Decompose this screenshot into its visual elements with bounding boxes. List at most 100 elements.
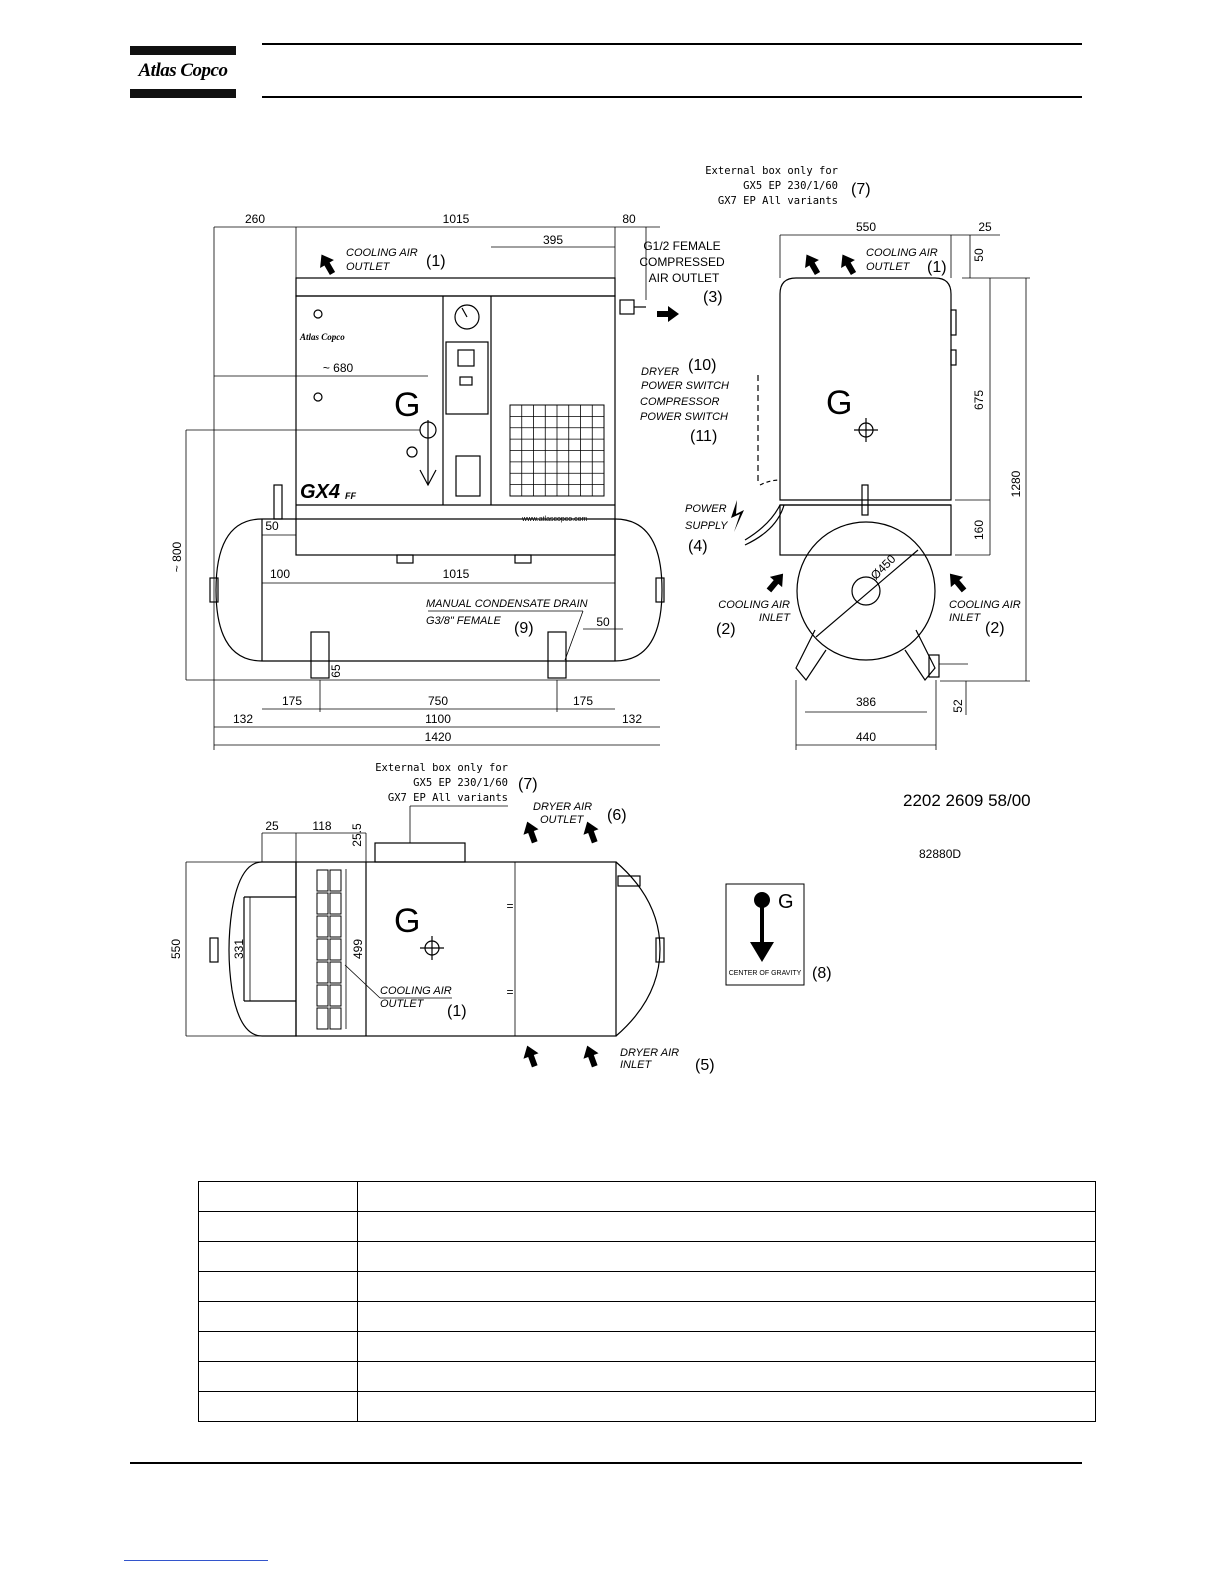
cooling-air-outlet-side-1: COOLING AIR xyxy=(866,247,938,259)
compressed-outlet-1: G1/2 FEMALE xyxy=(643,239,720,253)
dim-top-331: 331 xyxy=(232,939,246,959)
table-cell-key xyxy=(198,1181,358,1212)
center-of-gravity-legend-g: G xyxy=(778,891,794,913)
footer-rule xyxy=(130,1462,1082,1464)
center-of-gravity-legend-label: CENTER OF GRAVITY xyxy=(729,970,802,977)
header-rule-top xyxy=(262,43,1082,45)
table-cell-key xyxy=(198,1301,358,1332)
compressor-power-switch-2: POWER SWITCH xyxy=(640,411,728,423)
dim-side-550: 550 xyxy=(856,220,876,234)
website-text: www.atlascopco.com xyxy=(521,516,588,523)
table-cell-value xyxy=(357,1301,1096,1332)
logo-bar-top xyxy=(130,46,236,55)
table-cell-key xyxy=(198,1331,358,1362)
dim-front-80: 80 xyxy=(622,212,636,226)
side-dimension-lines xyxy=(779,234,1030,750)
part-number: 2202 2609 58/00 xyxy=(903,791,1031,810)
table-cell-value xyxy=(357,1361,1096,1392)
dim-side-386: 386 xyxy=(856,695,876,709)
table-cell-key xyxy=(198,1241,358,1272)
side-view xyxy=(744,277,957,682)
dim-side-160: 160 xyxy=(972,520,986,540)
table-cell-value xyxy=(357,1271,1096,1302)
compressed-outlet-2: COMPRESSED xyxy=(639,255,725,269)
dim-side-1280: 1280 xyxy=(1009,470,1023,497)
model-badge-suffix: FF xyxy=(345,491,356,501)
panel-brand-text: Atlas Copco xyxy=(299,332,345,342)
cooling-grid-cell xyxy=(329,961,342,984)
cooling-grid-cell xyxy=(329,938,342,961)
callout-2-left: (2) xyxy=(716,621,736,638)
cooling-grid-cell xyxy=(329,1007,342,1030)
center-of-gravity-legend xyxy=(725,883,805,986)
table-cell-key xyxy=(198,1391,358,1422)
table-cell-key xyxy=(198,1271,358,1302)
center-of-gravity-g-front: G xyxy=(394,386,420,424)
dim-front-132-left: 132 xyxy=(233,712,253,726)
dryer-air-outlet-1: DRYER AIR xyxy=(533,801,592,813)
callout-5: (5) xyxy=(695,1057,715,1074)
table-row xyxy=(198,1301,1096,1332)
dim-front-100: 100 xyxy=(270,567,290,581)
cooling-air-outlet-side-2: OUTLET xyxy=(866,261,911,273)
header-rule-bottom xyxy=(262,96,1082,98)
front-vent-grid xyxy=(510,405,604,496)
external-box-note-top-1: External box only for xyxy=(375,762,508,774)
top-grid xyxy=(316,869,342,1030)
condensate-drain-1: MANUAL CONDENSATE DRAIN xyxy=(426,598,588,610)
dim-front-132-right: 132 xyxy=(622,712,642,726)
dryer-air-inlet-2: INLET xyxy=(620,1059,652,1071)
cooling-grid-cell xyxy=(316,1007,329,1030)
table-cell-value xyxy=(357,1181,1096,1212)
dim-front-750: 750 xyxy=(428,694,448,708)
dim-top-equal-2: = xyxy=(506,985,513,999)
dim-side-25: 25 xyxy=(978,220,992,234)
cooling-air-outlet-top-1: COOLING AIR xyxy=(380,985,452,997)
dim-front-175-left: 175 xyxy=(282,694,302,708)
dim-front-800: ~ 800 xyxy=(170,541,184,572)
cooling-air-inlet-right-1: COOLING AIR xyxy=(949,599,1021,611)
callout-7-top: (7) xyxy=(518,776,538,793)
dim-side-diameter: Ø450 xyxy=(868,552,899,583)
table-row xyxy=(198,1391,1096,1422)
dim-top-25-5: 25.5 xyxy=(350,823,364,847)
table-cell-value xyxy=(357,1331,1096,1362)
spec-table xyxy=(198,1181,1096,1422)
dryer-air-inlet-1: DRYER AIR xyxy=(620,1047,679,1059)
dryer-power-switch-1: DRYER xyxy=(641,366,679,378)
top-dimension-lines xyxy=(185,805,516,1037)
table-cell-value xyxy=(357,1241,1096,1272)
table-row xyxy=(198,1271,1096,1302)
dim-top-550: 550 xyxy=(169,939,183,959)
footer-link-underline xyxy=(124,1560,268,1561)
compressor-power-switch-1: COMPRESSOR xyxy=(640,396,720,408)
callout-10: (10) xyxy=(688,357,716,374)
condensate-drain-2: G3/8" FEMALE xyxy=(426,615,501,627)
model-badge: GX4 xyxy=(300,481,340,503)
callout-2-right: (2) xyxy=(985,620,1005,637)
table-cell-value xyxy=(357,1391,1096,1422)
dim-side-50: 50 xyxy=(972,248,986,262)
dim-top-25: 25 xyxy=(265,819,279,833)
callout-4: (4) xyxy=(688,538,708,555)
dim-top-118: 118 xyxy=(312,819,331,833)
callout-3: (3) xyxy=(703,289,723,306)
dim-front-65: 65 xyxy=(329,664,343,678)
dim-front-260: 260 xyxy=(245,212,265,226)
logo-bar-bottom xyxy=(130,89,236,98)
dim-top-499: 499 xyxy=(351,939,365,959)
dim-front-680: ~ 680 xyxy=(323,361,354,375)
table-row xyxy=(198,1211,1096,1242)
external-box-note-line1: External box only for xyxy=(705,165,838,177)
cooling-grid-cell xyxy=(329,892,342,915)
cooling-grid-cell xyxy=(316,869,329,892)
dim-front-1015-bottom: 1015 xyxy=(443,567,470,581)
cooling-air-inlet-right-2: INLET xyxy=(949,612,981,624)
callout-6: (6) xyxy=(607,807,627,824)
dryer-power-switch-2: POWER SWITCH xyxy=(641,380,729,392)
external-box-note-line2: GX5 EP 230/1/60 xyxy=(743,180,838,192)
callout-7-side: (7) xyxy=(851,181,871,198)
cooling-air-inlet-left-2: INLET xyxy=(759,612,791,624)
cooling-grid-cell xyxy=(316,915,329,938)
